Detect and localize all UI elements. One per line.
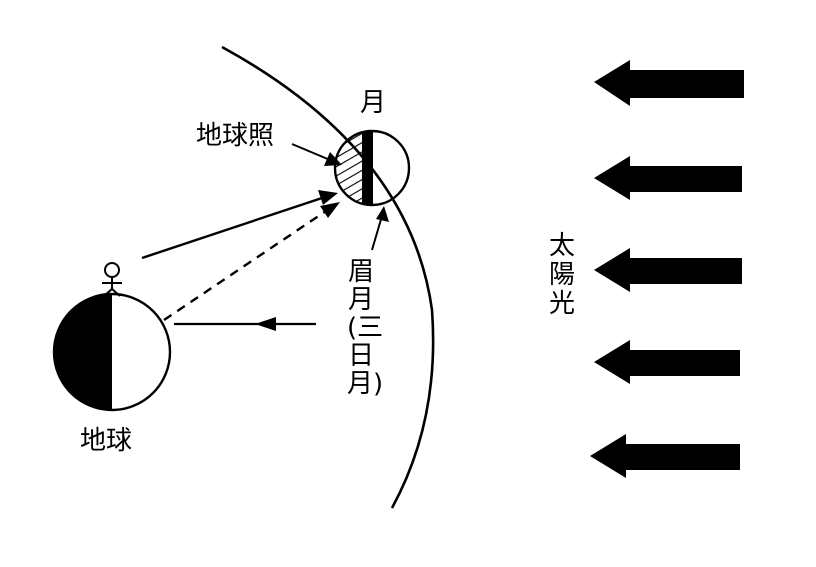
sunlight-label: 太陽光: [548, 231, 575, 320]
earth-label: 地球: [80, 426, 133, 456]
sunlight-arrow-4: [594, 340, 740, 384]
sunlight-arrow-1: [594, 60, 744, 106]
moon-orbit: [221, 45, 435, 509]
earthshine-dashed-line: [163, 202, 340, 321]
sunlight-arrow-3: [594, 248, 742, 292]
moon-label: 月: [360, 88, 387, 118]
observer-icon: [102, 262, 122, 297]
moon-globe: [333, 129, 411, 207]
crescent-pointer: [371, 206, 389, 251]
earthshine-pointer: [291, 143, 342, 166]
sunlight-arrow-2: [594, 156, 742, 200]
incoming-light-arrow: [174, 317, 316, 331]
crescent-moon-label: 眉月(三日月): [347, 257, 384, 400]
sunlight-arrow-5: [590, 434, 740, 478]
earth-globe: [52, 292, 172, 412]
sightline-solid: [141, 190, 338, 260]
earthshine-label: 地球照: [196, 121, 275, 151]
